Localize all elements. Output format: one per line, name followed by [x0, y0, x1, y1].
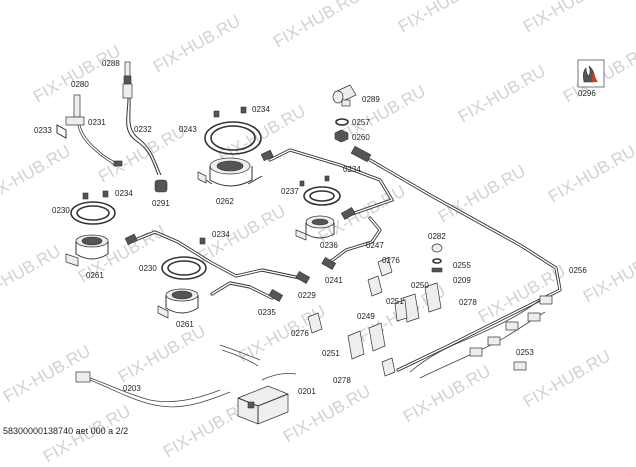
label-0201: 0201 [298, 387, 316, 396]
electrode-0280 [56, 94, 123, 167]
label-0232: 0232 [134, 125, 152, 134]
diagram-footer: 58300000138740 aet 000 a 2/2 [3, 426, 129, 436]
label-0278a: 0278 [459, 298, 477, 307]
label-0249: 0249 [357, 312, 375, 321]
parts-drawing [56, 59, 605, 425]
label-0262: 0262 [216, 197, 234, 206]
burner-0262 [197, 121, 263, 187]
ignition-harness-0253 [409, 295, 553, 379]
label-0236: 0236 [320, 241, 338, 250]
label-0291: 0291 [152, 199, 170, 208]
label-0234a: 0234 [252, 105, 270, 114]
label-0296: 0296 [578, 89, 596, 98]
label-0253: 0253 [516, 348, 534, 357]
label-0209: 0209 [453, 276, 471, 285]
nut-0260 [334, 129, 349, 143]
label-0261a: 0261 [86, 271, 104, 280]
label-0261b: 0261 [176, 320, 194, 329]
label-0243: 0243 [179, 125, 197, 134]
label-0234d: 0234 [212, 230, 230, 239]
thermocouple-0232 [122, 61, 168, 193]
label-0231: 0231 [88, 118, 106, 127]
screw-0234a [213, 106, 247, 118]
label-0234b: 0234 [115, 189, 133, 198]
gas-tubes [124, 145, 562, 372]
burner-0236 [295, 175, 341, 241]
label-0229: 0229 [298, 291, 316, 300]
label-0251a: 0251 [386, 297, 404, 306]
label-0256: 0256 [569, 266, 587, 275]
label-0241: 0241 [325, 276, 343, 285]
label-0230a: 0230 [52, 206, 70, 215]
label-0257: 0257 [352, 118, 370, 127]
label-0276a: 0276 [291, 329, 309, 338]
label-0250: 0250 [411, 281, 429, 290]
label-0233: 0233 [34, 126, 52, 135]
label-0203: 0203 [123, 384, 141, 393]
label-0260: 0260 [352, 133, 370, 142]
label-0235: 0235 [258, 308, 276, 317]
fitting-0289 [332, 84, 357, 107]
label-0234c: 0234 [343, 165, 361, 174]
burner-0261b [157, 237, 207, 319]
label-0251b: 0251 [322, 349, 340, 358]
label-0278b: 0278 [333, 376, 351, 385]
label-0289: 0289 [362, 95, 380, 104]
label-0255: 0255 [453, 261, 471, 270]
label-0247: 0247 [366, 241, 384, 250]
wiring-0203 [75, 344, 261, 408]
label-0276b: 0276 [382, 256, 400, 265]
label-0237: 0237 [281, 187, 299, 196]
label-0280: 0280 [71, 80, 89, 89]
label-0230b: 0230 [139, 264, 157, 273]
valves [307, 243, 443, 377]
label-0288: 0288 [102, 59, 120, 68]
washer-0257 [335, 118, 349, 126]
label-0282: 0282 [428, 232, 446, 241]
legend-box-0296 [577, 59, 605, 88]
burner-0261a [65, 190, 116, 267]
ignition-module-0201 [237, 372, 297, 425]
